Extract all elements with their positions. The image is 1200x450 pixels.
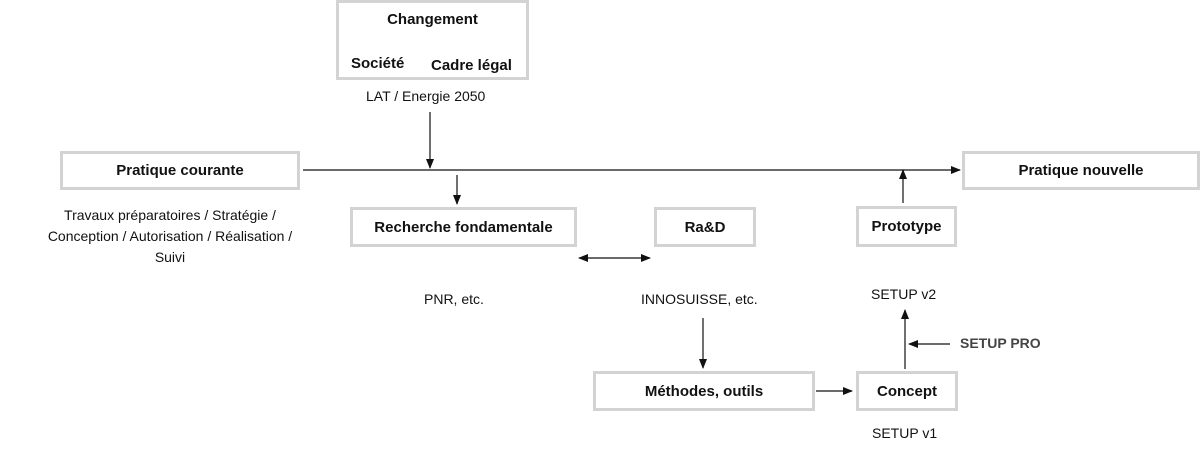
recherche-fondamentale-title: Recherche fondamentale	[374, 218, 553, 236]
changement-box: Changement Société Cadre légal	[336, 0, 529, 80]
recherche-caption: PNR, etc.	[424, 291, 484, 307]
prototype-caption: SETUP v2	[871, 286, 937, 302]
concept-box: Concept	[856, 371, 958, 411]
methodes-outils-box: Méthodes, outils	[593, 371, 815, 411]
concept-caption: SETUP v1	[872, 425, 938, 441]
pratique-courante-caption-line2: Conception / Autorisation / Réalisation …	[47, 228, 293, 244]
pratique-courante-box: Pratique courante	[60, 151, 300, 190]
pratique-nouvelle-box: Pratique nouvelle	[962, 151, 1200, 190]
rad-caption: INNOSUISSE, etc.	[641, 291, 758, 307]
recherche-fondamentale-box: Recherche fondamentale	[350, 207, 577, 247]
prototype-box: Prototype	[856, 206, 957, 247]
pratique-courante-caption-line3: Suivi	[154, 249, 186, 265]
changement-caption: LAT / Energie 2050	[366, 88, 486, 104]
prototype-title: Prototype	[871, 218, 942, 235]
rad-title: Ra&D	[684, 218, 726, 236]
changement-title: Changement	[387, 11, 478, 28]
changement-cadre-legal: Cadre légal	[431, 57, 512, 74]
concept-title: Concept	[877, 382, 937, 400]
pratique-nouvelle-title: Pratique nouvelle	[1018, 162, 1144, 179]
pratique-courante-caption-line1: Travaux préparatoires / Stratégie /	[64, 207, 276, 223]
rad-box: Ra&D	[654, 207, 756, 247]
methodes-outils-title: Méthodes, outils	[644, 382, 764, 400]
pratique-courante-caption: Travaux préparatoires / Stratégie / Conc…	[10, 205, 330, 268]
setup-pro-label: SETUP PRO	[960, 335, 1041, 351]
changement-societe: Société	[351, 55, 405, 72]
pratique-courante-title: Pratique courante	[116, 162, 244, 179]
